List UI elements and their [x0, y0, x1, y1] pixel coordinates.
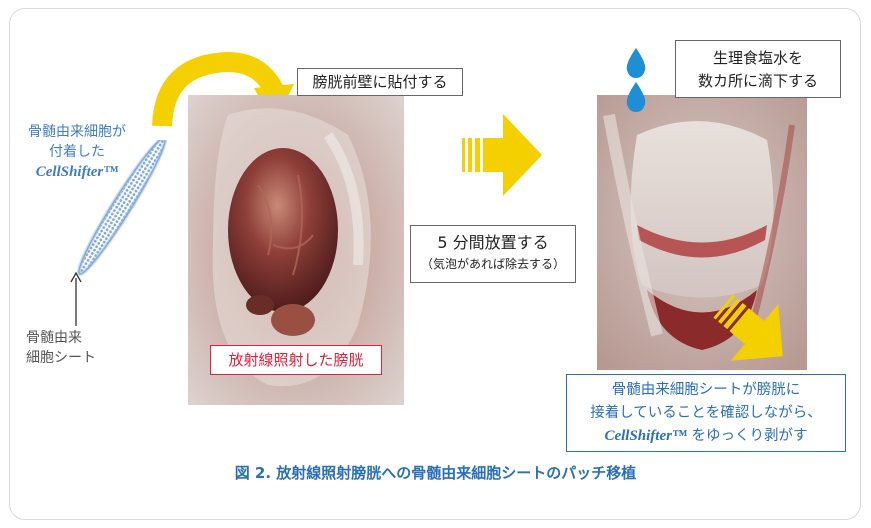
wait-box: 5 分間放置する （気泡があれば除去する）: [410, 225, 576, 283]
cellshifter-sheet-graphic: [76, 140, 168, 277]
irradiated-bladder-box: 放射線照射した膀胱: [210, 345, 382, 375]
confirm-line2: 接着していることを確認しながら、: [590, 405, 822, 421]
wait-note: （気泡があれば除去する）: [420, 257, 565, 271]
saline-line1: 生理食塩水を: [712, 49, 803, 67]
cell-sheet-label: 骨髄由来 細胞シート: [26, 328, 96, 368]
cellshifter-label: 骨髄由来細胞が 付着した CellShifter™: [22, 122, 132, 182]
right-arrow: [462, 114, 542, 196]
cellshifter-brand: CellShifter™: [35, 164, 119, 180]
pointer-arrow: [70, 272, 82, 326]
irradiated-bladder-label: 放射線照射した膀胱: [228, 351, 364, 369]
bladder-photo-after: [597, 95, 807, 370]
peel-arrow: [713, 294, 783, 361]
saline-box: 生理食塩水を 数カ所に滴下する: [675, 40, 841, 98]
water-drop-icon: [626, 48, 646, 112]
confirm-line3: CellShifter™ をゆっくり剥がす: [567, 425, 845, 448]
cellshifter-label-line1: 骨髄由来細胞が: [28, 124, 126, 140]
confirm-line1: 骨髄由来細胞シートが膀胱に: [611, 382, 801, 398]
cell-sheet-label-line2: 細胞シート: [26, 350, 96, 366]
attach-label-box: 膀胱前壁に貼付する: [297, 68, 463, 96]
confirm-brand: CellShifter™: [604, 428, 687, 444]
saline-line2: 数カ所に滴下する: [697, 72, 818, 90]
cell-sheet-label-line1: 骨髄由来: [26, 330, 82, 346]
confirm-line3-rest: をゆっくり剥がす: [686, 428, 808, 444]
wait-label: 5 分間放置する: [437, 233, 549, 252]
attach-label: 膀胱前壁に貼付する: [312, 73, 448, 91]
cellshifter-label-line2: 付着した: [49, 144, 105, 160]
figure-caption: 図 2. 放射線照射膀胱への骨髄由来細胞シートのパッチ移植: [234, 464, 637, 482]
confirm-box: 骨髄由来細胞シートが膀胱に 接着していることを確認しながら、 CellShift…: [566, 374, 846, 452]
